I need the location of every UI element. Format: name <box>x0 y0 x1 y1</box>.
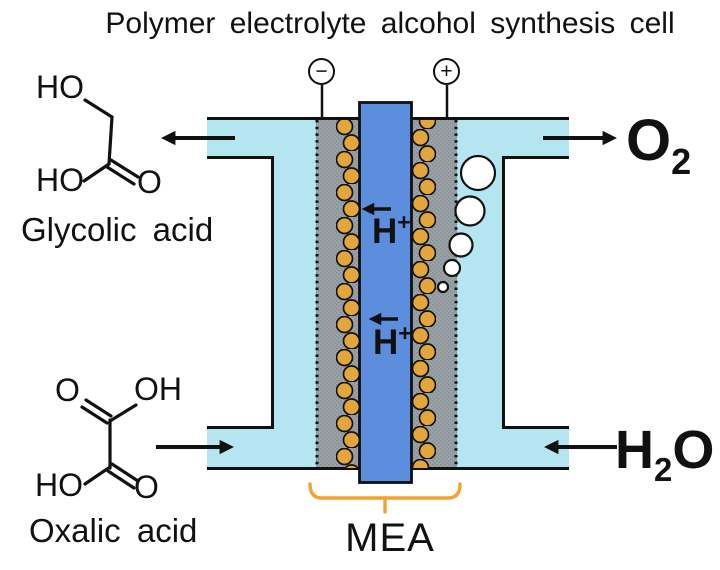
glycolic-acid-label: Glycolic acid <box>21 211 214 248</box>
oxygen-subscript: 2 <box>671 141 692 182</box>
polymer-membrane <box>358 101 413 484</box>
gas-bubble <box>442 258 462 278</box>
oxygen-symbol: O <box>626 108 672 173</box>
water-subscript: 2 <box>654 451 673 488</box>
water-label: H2O <box>615 420 715 486</box>
gas-bubble <box>459 154 497 192</box>
proton-superscript: + <box>397 209 411 235</box>
oxalic-o-top: O <box>55 372 80 408</box>
proton-label-top: H+ <box>372 211 411 251</box>
oxalic-acid-structure <box>80 398 140 490</box>
mea-label: MEA <box>345 516 435 560</box>
proton-symbol: H <box>373 323 399 362</box>
oxalic-o-bottom: O <box>134 469 159 505</box>
glycolic-ho-top: HO <box>36 69 84 105</box>
proton-label-bottom: H+ <box>373 322 412 362</box>
cathode-channel-outline <box>207 156 274 429</box>
negative-terminal-icon: − <box>308 58 335 85</box>
gas-bubble <box>436 280 450 294</box>
proton-superscript: + <box>398 320 412 346</box>
gas-bubble <box>454 195 486 227</box>
diagram-title: Polymer electrolyte alcohol synthesis ce… <box>105 7 675 40</box>
glycolic-o-carbonyl: O <box>137 164 162 200</box>
gas-bubble <box>448 232 474 258</box>
gas-bubbles <box>436 154 497 294</box>
negative-symbol: − <box>315 60 328 83</box>
catalyst-layer-right <box>412 120 436 468</box>
positive-terminal-icon: + <box>433 58 460 85</box>
water-o: O <box>672 420 715 480</box>
glycolic-acid-structure <box>82 98 140 186</box>
oxalic-oh-top: OH <box>134 371 182 407</box>
positive-symbol: + <box>440 60 453 83</box>
cathode-flow-plate <box>207 118 316 469</box>
anode-channel-outline <box>502 156 569 429</box>
oxalic-acid-label: Oxalic acid <box>29 512 198 549</box>
proton-symbol: H <box>372 212 398 251</box>
water-h: H <box>615 420 654 480</box>
catalyst-layer-left <box>336 120 361 468</box>
oxygen-label: O2 <box>626 112 691 180</box>
glycolic-ho-bottom: HO <box>36 162 84 198</box>
oxalic-ho-bottom: HO <box>35 467 83 503</box>
mea-bracket <box>308 482 462 514</box>
